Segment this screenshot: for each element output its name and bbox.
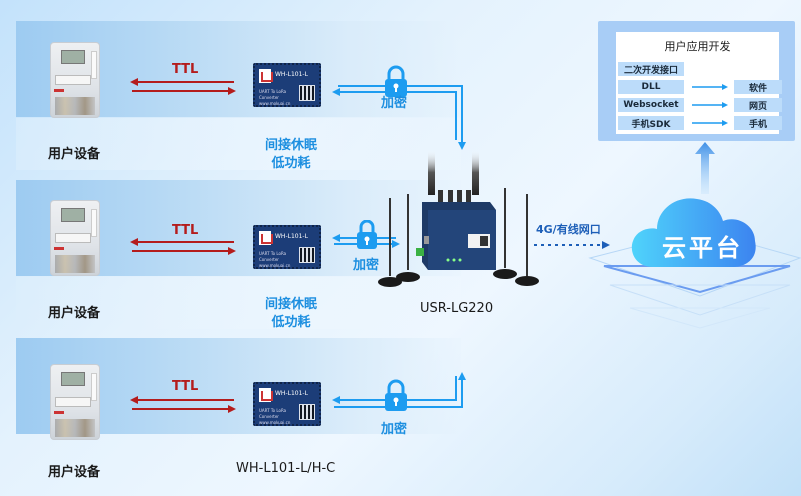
module-caption-line-1: 间接休眠: [264, 297, 317, 312]
lora-module: WH-L101-L UART To LoRa Converter www.mok…: [253, 382, 321, 426]
module-desc: UART To LoRa Converter www.mokuai.cn: [259, 251, 291, 268]
module-name: WH-L101-L: [275, 71, 308, 78]
encrypt-line-inner: [338, 91, 457, 140]
dev-interface-sdk: 手机SDK: [618, 116, 684, 130]
encrypt-arrowhead-down: [458, 142, 466, 150]
encrypt-link-3: [332, 372, 466, 411]
encrypt-line-outer: [334, 380, 463, 408]
module-caption-line-1: 间接休眠: [264, 138, 317, 153]
user-dev-inner: 用户应用开发 二次开发接口 DLL Websocket 手机SDK 软件 网页 …: [616, 32, 782, 134]
module-caption: 间接休眠 低功耗: [256, 137, 326, 173]
dev-target-web: 网页: [734, 98, 782, 112]
meter-icon: [50, 200, 100, 276]
encrypt-label: 加密: [381, 96, 408, 111]
encrypt-arrowhead-left: [332, 396, 340, 404]
module-name: WH-L101-L: [275, 233, 308, 240]
encrypt-arrowhead-left: [332, 88, 340, 96]
encrypt-arrowhead-left: [332, 234, 340, 242]
qr-code-icon: [299, 404, 315, 420]
dev-arrowhead: [722, 102, 728, 108]
cloud-icon: [631, 198, 756, 267]
ttl-arrows: [130, 396, 236, 413]
user-dev-title: 用户应用开发: [664, 40, 731, 53]
lock-icon: [385, 65, 407, 97]
ttl-label: TTL: [172, 379, 199, 394]
lock-icon: [385, 379, 407, 411]
dev-interface-dll: DLL: [618, 80, 684, 94]
row-band-1-caption: [16, 118, 461, 170]
antenna: [472, 150, 479, 195]
meter-icon: [50, 42, 100, 118]
ttl-arrowhead-right: [228, 405, 236, 413]
encrypt-label: 加密: [353, 258, 380, 273]
cloud-up-arrow: [695, 142, 715, 194]
ttl-arrowhead-right: [228, 87, 236, 95]
dev-target-mobile: 手机: [734, 116, 782, 130]
uplink-arrowhead: [602, 241, 610, 249]
encrypt-arrowhead-up: [458, 372, 466, 380]
meter-icon: [50, 364, 100, 440]
ttl-arrows: [130, 238, 236, 255]
encrypt-arrowhead-right: [392, 240, 400, 248]
device-label: 用户设备: [48, 465, 101, 480]
cloud-label: 云平台: [662, 234, 743, 262]
qr-code-icon: [299, 85, 315, 101]
lora-module: WH-L101-L UART To LoRa Converter www.mok…: [253, 225, 321, 269]
encrypt-line-inner: [338, 376, 457, 401]
module-caption: 间接休眠 低功耗: [256, 296, 326, 332]
module-caption-line-2: 低功耗: [271, 315, 311, 330]
gateway-device: [378, 150, 539, 287]
qr-code-icon: [299, 247, 315, 263]
dev-arrowhead: [722, 120, 728, 126]
dev-interface-websocket: Websocket: [618, 98, 684, 112]
module-model-label: WH-L101-L/H-C: [236, 461, 336, 476]
module-logo-icon: [259, 388, 273, 402]
ttl-label: TTL: [172, 223, 199, 238]
ttl-arrows: [130, 78, 236, 95]
dev-interface-header: 二次开发接口: [618, 62, 684, 76]
module-logo-icon: [259, 69, 273, 83]
dev-arrowhead: [722, 84, 728, 90]
module-desc: UART To LoRa Converter www.mokuai.cn: [259, 89, 291, 106]
module-desc: UART To LoRa Converter www.mokuai.cn: [259, 408, 291, 425]
gateway-name: USR-LG220: [420, 301, 494, 316]
dev-arrows: [692, 84, 728, 126]
encrypt-line-outer: [338, 85, 463, 144]
dev-target-software: 软件: [734, 80, 782, 94]
antenna: [428, 150, 435, 195]
device-label: 用户设备: [48, 306, 101, 321]
module-name: WH-L101-L: [275, 390, 308, 397]
module-caption-line-2: 低功耗: [271, 156, 311, 171]
ttl-arrowhead-left: [130, 78, 138, 86]
ttl-arrowhead-right: [228, 247, 236, 255]
encrypt-link-2: [332, 220, 400, 249]
module-logo-icon: [259, 231, 273, 245]
encrypt-label: 加密: [381, 422, 408, 437]
uplink-arrow: [534, 241, 610, 249]
uplink-label: 4G/有线网口: [536, 223, 601, 236]
lock-icon: [357, 220, 377, 249]
device-label: 用户设备: [48, 147, 101, 162]
encrypt-link-1: [332, 65, 466, 150]
ttl-label: TTL: [172, 62, 199, 77]
lora-module: WH-L101-L UART To LoRa Converter www.mok…: [253, 63, 321, 107]
ttl-arrowhead-left: [130, 396, 138, 404]
ttl-arrowhead-left: [130, 238, 138, 246]
